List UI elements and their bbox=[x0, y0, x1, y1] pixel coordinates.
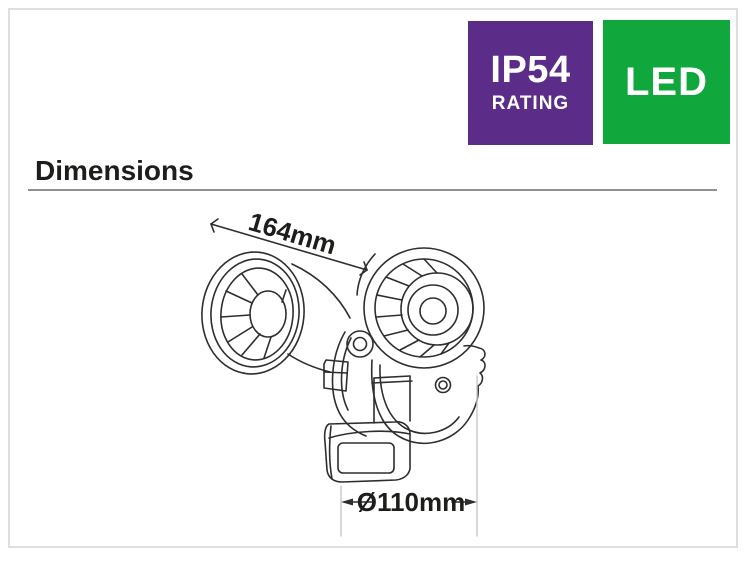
heading-rule bbox=[28, 189, 717, 191]
led-badge: LED bbox=[603, 20, 730, 144]
led-label: LED bbox=[625, 59, 708, 104]
rating-label: RATING bbox=[491, 92, 570, 114]
left-lamp-head bbox=[201, 251, 305, 375]
dimension-width bbox=[210, 218, 368, 276]
left-lamp-body bbox=[287, 263, 374, 392]
right-lamp-head bbox=[356, 247, 485, 369]
mounting-bracket bbox=[331, 331, 486, 445]
dimension-arrowheads bbox=[341, 498, 477, 506]
dimension-label-diameter: Ø110mm bbox=[357, 487, 465, 517]
page-title: Dimensions bbox=[35, 155, 194, 186]
ip54-rating-badge: IP54 RATING bbox=[468, 21, 593, 145]
ip54-label: IP54 bbox=[490, 48, 571, 91]
dimension-diameter bbox=[340, 375, 478, 537]
pir-sensor bbox=[323, 421, 411, 483]
